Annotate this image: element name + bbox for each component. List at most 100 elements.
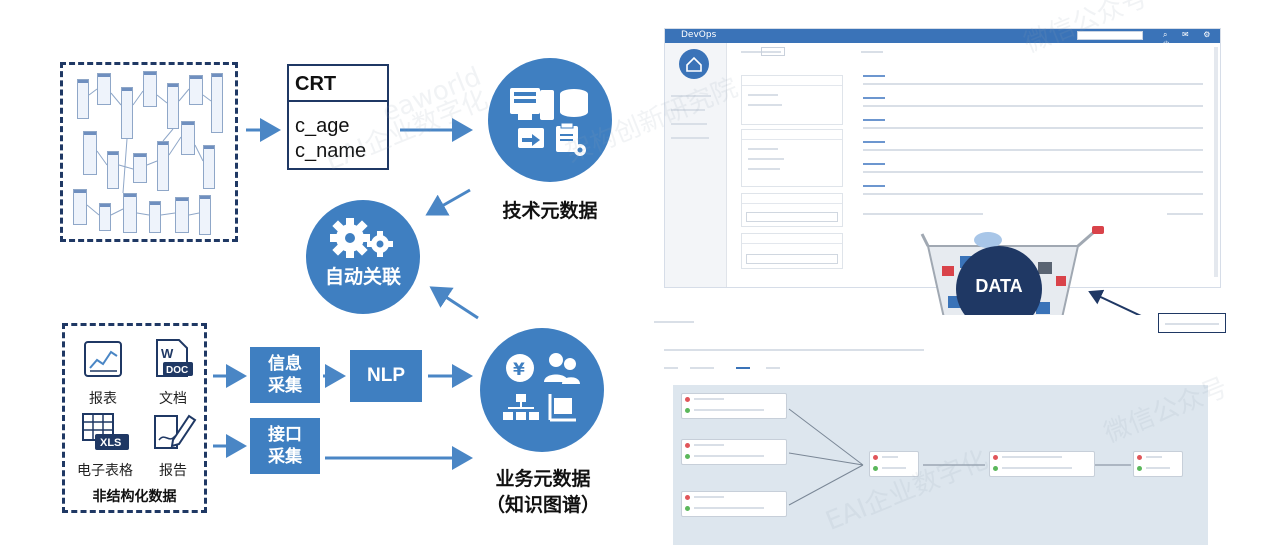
schema-table: [203, 145, 215, 189]
schema-table: [199, 195, 211, 235]
result-row[interactable]: [863, 75, 885, 77]
filter-option: [748, 168, 780, 170]
server-database-icon: [510, 88, 588, 156]
database-schema-thumbnail: [60, 62, 238, 242]
lineage-node[interactable]: [1133, 451, 1183, 477]
schema-table: [73, 189, 87, 225]
crt-table-header: CRT: [289, 66, 387, 102]
schema-table: [189, 75, 203, 105]
schema-table: [77, 79, 89, 119]
schema-table: [211, 73, 223, 133]
auto-association-label: 自动关联: [324, 266, 401, 288]
info-collect-line2: 采集: [268, 376, 302, 396]
result-row[interactable]: [863, 141, 885, 143]
filter-panel-update-time: [741, 193, 843, 227]
gears-icon: [330, 218, 393, 258]
sidebar-item[interactable]: [671, 109, 705, 111]
api-collect-line1: 接口: [268, 425, 302, 445]
word-doc-icon: W DOC: [156, 339, 193, 377]
crt-table-fields: c_age c_name: [289, 102, 387, 164]
crt-field-age: c_age: [295, 115, 350, 137]
lineage-edges: [788, 408, 1131, 506]
schema-table: [123, 193, 137, 233]
filter-option: [748, 158, 784, 160]
crt-table: CRT c_age c_name: [287, 64, 389, 170]
lineage-node[interactable]: [681, 439, 787, 465]
lineage-node[interactable]: [681, 393, 787, 419]
schema-table: [181, 121, 195, 155]
lineage-meta-row: [664, 349, 924, 351]
home-icon[interactable]: [679, 49, 709, 79]
result-row-meta: [863, 193, 1203, 195]
nlp-box: NLP: [350, 350, 422, 402]
size-range-input[interactable]: [746, 254, 838, 264]
lineage-node[interactable]: [681, 491, 787, 517]
result-row-meta: [863, 83, 1203, 85]
devops-app-title: DevOps: [681, 30, 717, 40]
schema-table: [157, 141, 169, 191]
add-to-workspace-callout[interactable]: [1158, 313, 1226, 333]
schema-table: [97, 73, 111, 105]
result-row-meta: [863, 105, 1203, 107]
lineage-tab[interactable]: [690, 367, 714, 369]
lineage-tab[interactable]: [766, 367, 780, 369]
info-collect-line1: 信息: [268, 354, 302, 374]
unstructured-data-title: 非结构化数据: [92, 489, 177, 505]
filter-panel-data-size: [741, 233, 843, 269]
sidebar-item[interactable]: [671, 123, 707, 125]
svg-text:¥: ¥: [513, 360, 525, 380]
devops-search-input[interactable]: [1077, 31, 1143, 40]
schema-table: [175, 197, 189, 233]
result-row-meta: [863, 171, 1203, 173]
schema-relation-lines: [86, 88, 212, 216]
technical-metadata-circle: [488, 58, 612, 182]
schema-table: [99, 203, 111, 231]
lineage-node[interactable]: [989, 451, 1095, 477]
schema-table: [167, 83, 179, 129]
filter-panel-header: [742, 194, 842, 204]
sidebar-item[interactable]: [671, 95, 711, 97]
filter-option: [748, 148, 778, 150]
schema-table: [107, 151, 119, 189]
lineage-tab[interactable]: [664, 367, 678, 369]
schema-table: [121, 87, 133, 139]
schema-table: [149, 201, 161, 233]
lineage-node[interactable]: [869, 451, 919, 477]
result-row[interactable]: [863, 97, 885, 99]
data-lineage-screenshot: [650, 315, 1210, 545]
devops-toolbar-icons: ⌕ ✉ ⚙ ⏻: [1163, 30, 1217, 49]
sidebar-item[interactable]: [671, 137, 709, 139]
lineage-tab[interactable]: [736, 367, 750, 369]
pagination[interactable]: [863, 213, 983, 215]
business-metadata-label-line2: （知识图谱）: [485, 494, 600, 516]
results-scrollbar[interactable]: [1214, 47, 1218, 277]
result-row[interactable]: [863, 119, 885, 121]
schema-table: [83, 131, 97, 175]
api-collect-box: 接口 采集: [250, 418, 320, 474]
spreadsheet-label: 电子表格: [77, 463, 133, 479]
results-header: [861, 51, 883, 53]
auto-association-circle: 自动关联: [306, 200, 420, 314]
filter-option: [748, 104, 782, 106]
api-collect-line2: 采集: [268, 447, 302, 467]
result-count: [1167, 213, 1203, 215]
doc-badge: DOC: [166, 365, 188, 376]
callout-text: [1165, 323, 1219, 325]
svg-text:W: W: [161, 346, 174, 361]
result-row[interactable]: [863, 163, 885, 165]
pen-report-icon: [154, 414, 197, 449]
filter-option: [748, 94, 778, 96]
business-metadata-circle: ¥: [480, 328, 604, 452]
report-chart-icon: [84, 341, 122, 377]
filter-panel-header: [742, 234, 842, 244]
unstructured-data-box: 报表 W DOC 文档 XLS 电子表格 报告 非结构化数据: [62, 323, 207, 513]
devops-app-screenshot: DevOps ⌕ ✉ ⚙ ⏻: [664, 28, 1221, 288]
filter-panel-asset-type: [741, 75, 843, 125]
filter-chip[interactable]: [761, 47, 785, 56]
filter-panel-header: [742, 130, 842, 140]
results-list: [859, 69, 1213, 229]
business-metadata-label-line1: 业务元数据: [495, 468, 591, 490]
result-row-meta: [863, 149, 1203, 151]
date-picker-input[interactable]: [746, 212, 838, 222]
result-row[interactable]: [863, 185, 885, 187]
